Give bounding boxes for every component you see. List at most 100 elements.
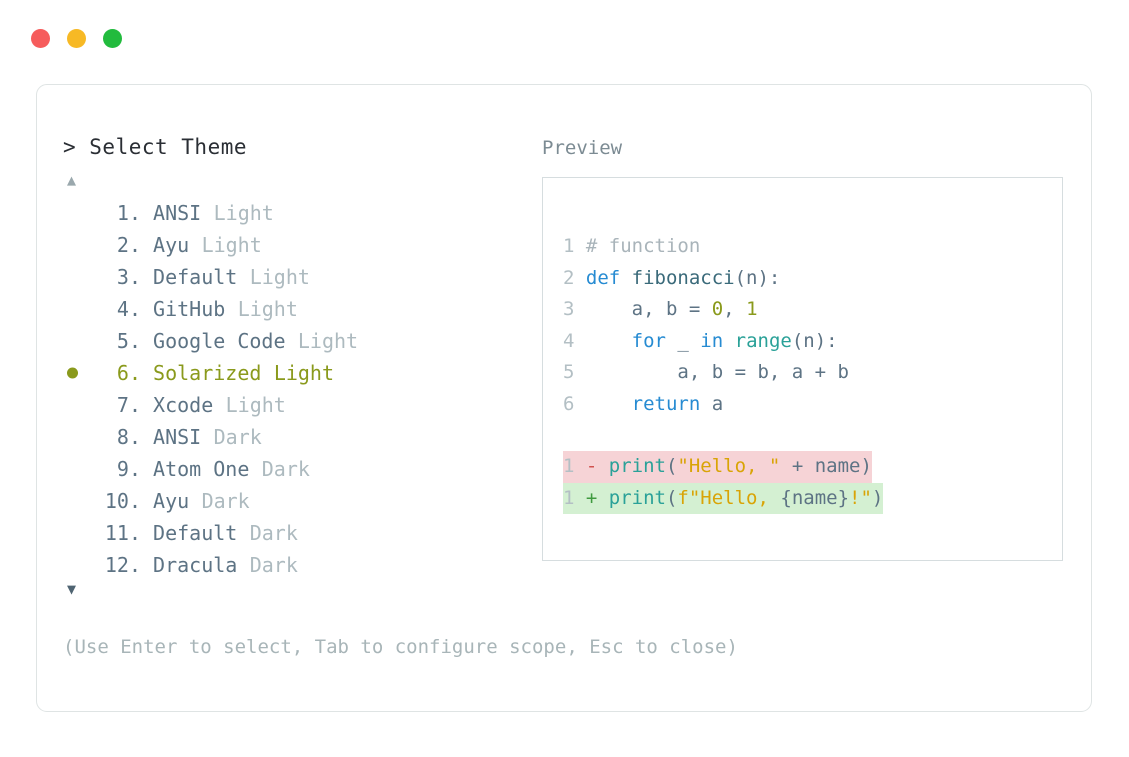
theme-item-variant: Dark [261,457,310,481]
theme-list-item[interactable]: 1. ANSI Light [63,197,513,229]
theme-list-item[interactable]: 6. Solarized Light [63,357,513,389]
line-number: 1 [563,235,575,257]
theme-list-item[interactable]: 5. Google Code Light [63,325,513,357]
scroll-down-icon[interactable]: ▼ [67,580,77,598]
theme-item-number: 3. [116,265,141,289]
diff-line-added: 1+ print(f"Hello, {name}!") [563,482,1056,514]
code-line: 6 return a [563,389,1056,421]
theme-list-item[interactable]: 10. Ayu Dark [63,485,513,517]
theme-item-number: 5. [116,329,141,353]
theme-item-variant: Light [213,201,274,225]
code-token: _ [665,329,701,352]
theme-item-name: Solarized [141,361,262,385]
code-line: 5 a, b = b, a + b [563,357,1056,389]
code-token: !" [849,486,872,509]
theme-item-variant: Dark [249,553,298,577]
theme-item-variant: Light [201,233,262,257]
code-token [586,330,632,352]
code-token: {name} [780,486,850,509]
code-token: (n): [791,329,838,352]
diff-marker: + [585,486,609,509]
theme-item-number: 10. [104,489,141,513]
theme-item-variant: Light [225,393,286,417]
close-button[interactable] [31,29,50,48]
theme-item-number: 9. [116,457,141,481]
window-controls [31,29,122,48]
theme-item-name: Google Code [141,329,286,353]
theme-item-variant: Dark [213,425,262,449]
line-number: 3 [563,298,575,320]
theme-item-name: Ayu [141,489,190,513]
code-token: a, b = [585,298,712,320]
code-line: 1 # function [563,231,1056,263]
line-number: 5 [563,361,575,383]
code-token [723,330,734,352]
code-token: (n): [734,266,781,289]
line-number: 2 [563,266,575,289]
code-token: "Hello, " [677,455,781,477]
selected-indicator-icon [67,367,78,379]
code-token: def [585,266,632,289]
theme-item-number: 1. [116,201,141,225]
line-number: 1 [563,486,575,509]
theme-list-item[interactable]: 8. ANSI Dark [63,421,513,453]
code-token [586,393,632,415]
page-title: > Select Theme [63,135,248,159]
code-token: range [734,329,792,352]
preview-label: Preview [542,137,623,159]
line-number: 4 [563,329,575,352]
theme-item-number: 8. [116,425,141,449]
diff-line-removed: 1- print("Hello, " + name) [563,451,1056,483]
theme-item-name: Xcode [141,393,214,417]
code-token: for [631,329,666,352]
theme-item-variant: Dark [249,521,298,545]
code-token: ( [665,486,678,509]
code-token: # function [585,235,701,257]
theme-item-number: 6. [116,361,141,385]
diff-line-content: 1- print("Hello, " + name) [563,451,872,483]
code-token: in [700,329,724,352]
theme-item-name: Default [141,265,238,289]
theme-item-number: 12. [104,553,141,577]
scroll-up-icon[interactable]: ▲ [67,171,77,189]
theme-item-variant: Light [273,361,335,385]
diff-line-content: 1+ print(f"Hello, {name}!") [563,482,884,514]
theme-item-name: Dracula [141,553,238,577]
theme-list-item[interactable]: 11. Default Dark [63,517,513,549]
theme-item-name: Default [141,521,238,545]
code-token: print [608,455,666,477]
theme-item-variant: Light [297,329,359,353]
theme-item-number: 11. [104,521,141,545]
theme-item-number: 2. [116,233,141,257]
theme-list-item[interactable]: 2. Ayu Light [63,229,513,261]
keyboard-hint: (Use Enter to select, Tab to configure s… [63,636,738,658]
minimize-button[interactable] [67,29,86,48]
line-number: 1 [563,455,575,477]
code-token: ) [871,486,884,509]
code-token: 0 [711,298,724,320]
code-token: a, b = b, a + b [585,361,849,383]
code-token: f"Hello, [677,486,781,509]
theme-list-item[interactable]: 12. Dracula Dark [63,549,513,581]
diff-marker: - [585,455,609,477]
theme-item-name: ANSI [141,201,202,225]
theme-item-variant: Dark [201,489,250,513]
maximize-button[interactable] [103,29,122,48]
code-line: 4 for _ in range(n): [563,326,1056,358]
code-line: 3 a, b = 0, 1 [563,294,1056,326]
theme-item-number: 4. [116,297,141,321]
code-token: ( [665,455,678,477]
theme-item-name: ANSI [141,425,202,449]
code-token: , [723,298,747,320]
code-token: return [631,392,701,415]
theme-item-name: Ayu [141,233,190,257]
